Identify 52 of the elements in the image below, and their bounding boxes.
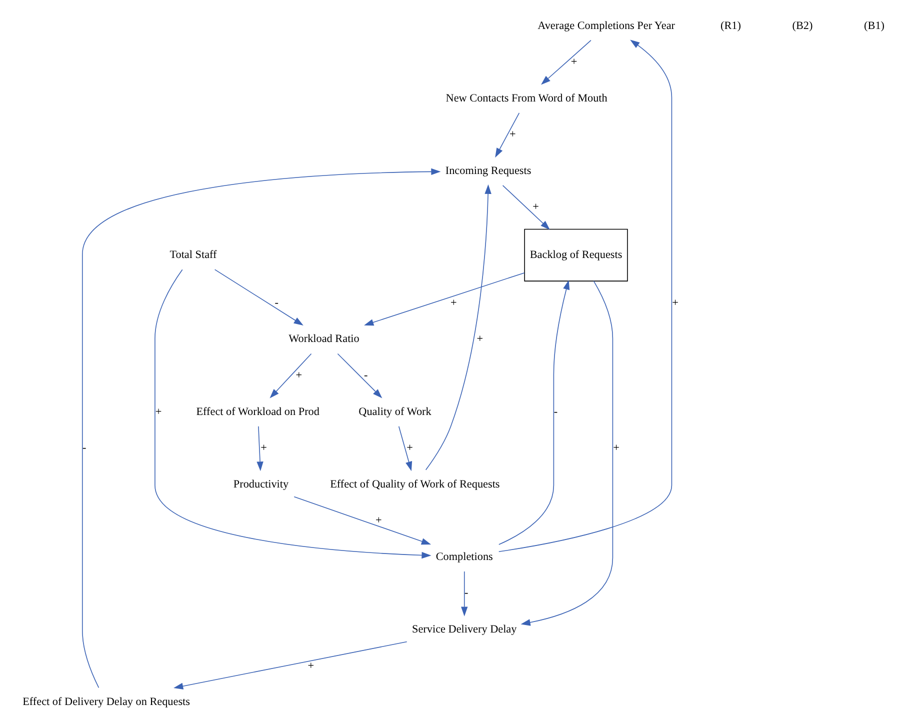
node-text: New Contacts From Word of Mouth [446, 92, 608, 104]
edge-label: + [450, 296, 457, 309]
edge-label: + [476, 333, 484, 346]
arrow [502, 185, 550, 230]
edge-label: + [570, 56, 578, 68]
node-text: Service Delivery Delay [412, 624, 517, 636]
edge-label: - [274, 296, 278, 309]
arrow [174, 641, 408, 690]
arrow [461, 571, 468, 616]
edge-label: + [406, 442, 413, 454]
edge-label: + [509, 128, 516, 141]
edge-label: + [155, 406, 162, 418]
node-text: Effect of Workload on Prod [196, 406, 320, 418]
node-text: Completions [436, 550, 493, 563]
label: (R1) [720, 20, 741, 32]
arrow [337, 353, 382, 398]
arrow [364, 272, 525, 326]
edge-label: - [82, 442, 86, 454]
edge-label: - [554, 406, 558, 418]
edge-label: + [532, 201, 539, 214]
node-text: Workload Ratio [288, 333, 360, 346]
arrow [425, 184, 492, 470]
arrow [520, 280, 614, 626]
edge-label: + [672, 296, 678, 309]
arrow [495, 112, 520, 158]
arrow [294, 496, 432, 545]
arrow [498, 40, 672, 552]
node-text: Effect of Delivery Delay on Requests [22, 696, 190, 708]
arrow [498, 280, 570, 545]
edge-label: - [364, 370, 368, 382]
node-text: Effect of Quality of Work of Requests [330, 478, 500, 490]
arrow [82, 168, 441, 688]
arrow [256, 426, 264, 472]
node-box: Backlog of Requests [524, 228, 628, 282]
arrow [541, 40, 592, 85]
arrow [154, 269, 432, 559]
edge-label: - [464, 587, 468, 600]
arrow [270, 353, 312, 398]
edge-label: + [296, 370, 302, 382]
node-text: Incoming Requests [445, 164, 532, 177]
edge-label: + [376, 514, 382, 527]
label: (B2) [792, 20, 813, 32]
edge-label: + [308, 660, 314, 672]
label: (B1) [864, 20, 885, 32]
edge-label: + [260, 442, 267, 454]
arrow [398, 426, 412, 472]
node-text: Total Staff [170, 249, 217, 262]
edge-label: + [613, 442, 620, 454]
arrow [214, 269, 304, 326]
node-text: Quality of Work [358, 406, 432, 418]
node-text: Average Completions Per Year [538, 20, 676, 32]
node-text: Productivity [233, 478, 289, 490]
